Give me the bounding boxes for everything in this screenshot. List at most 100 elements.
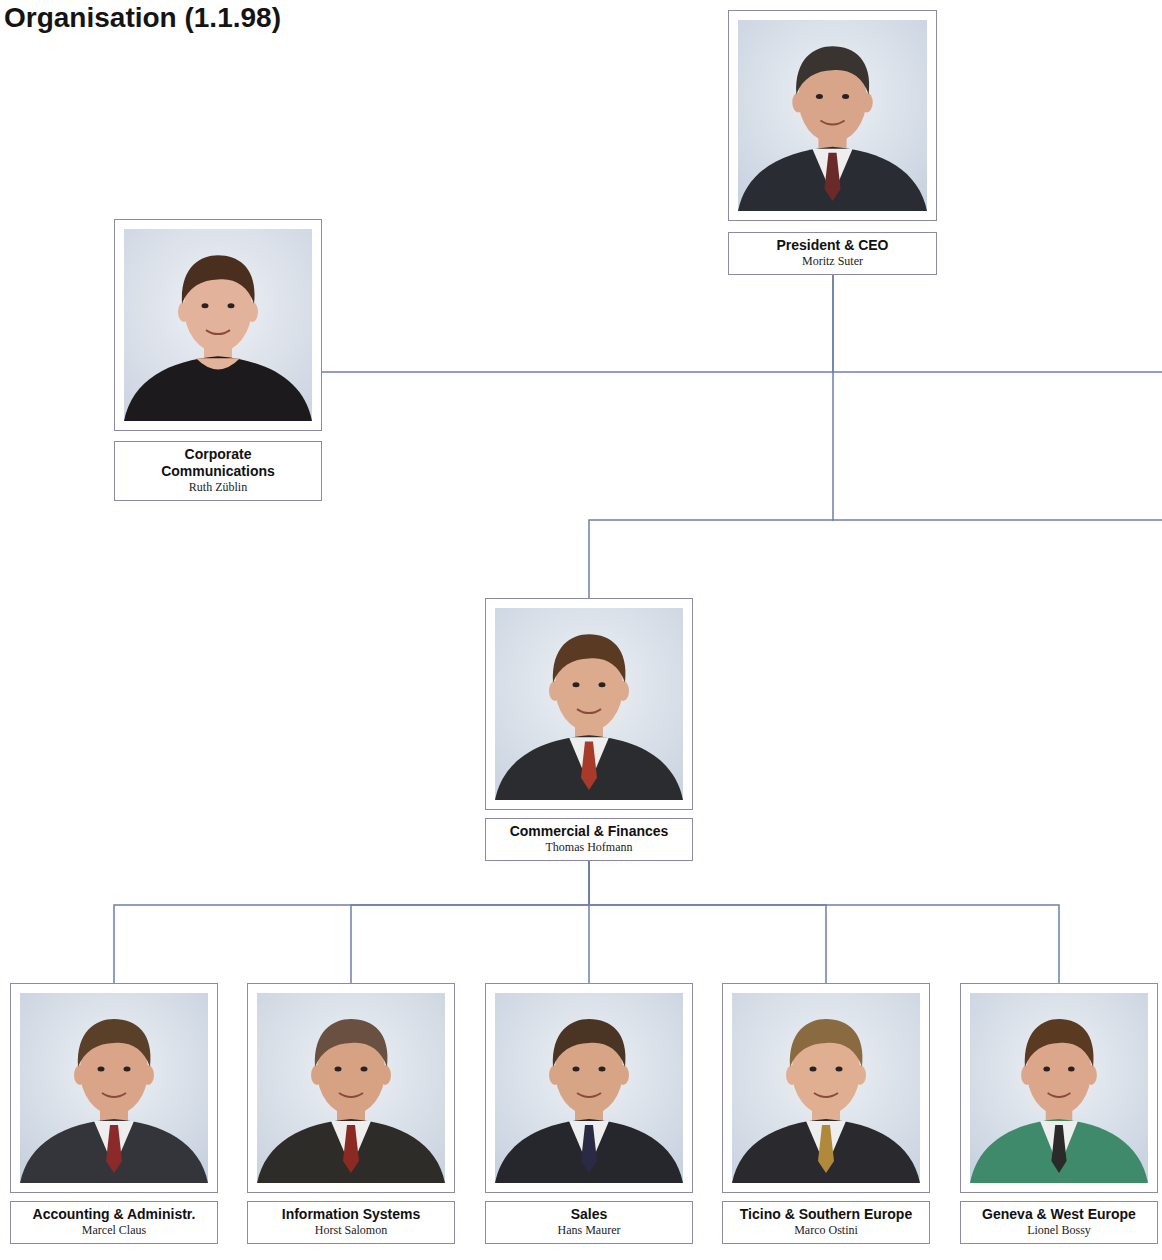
tie [343,1125,359,1173]
photo-ground [970,993,1148,1183]
title-box: Commercial & FinancesThomas Hofmann [485,818,693,861]
portrait-photo [495,993,683,1183]
person-name: Marcel Claus [15,1223,213,1238]
mouth [339,1093,363,1097]
mouth [102,1093,126,1097]
position-title: Ticino & Southern Europe [727,1206,925,1223]
photo-frame [485,983,693,1193]
org-position: President & CEOMoritz Suter [728,10,937,275]
photo-ground [495,993,683,1183]
hair [182,255,255,304]
person-name: Ruth Züblin [151,480,285,495]
org-position: SalesHans Maurer [485,983,693,1244]
tie [581,1125,597,1173]
photo-frame [722,983,930,1193]
photo-frame [485,598,693,810]
chart-title: Organisation (1.1.98) [4,2,281,34]
photo-frame [728,10,937,221]
person-name: Moritz Suter [735,254,930,269]
eye [335,1067,342,1072]
title-box: Accounting & Administr.Marcel Claus [10,1201,218,1244]
org-connector [351,861,589,983]
mouth [577,1093,601,1097]
hair [796,46,869,94]
eye [1068,1067,1075,1072]
hair [553,1019,626,1067]
shoulders [970,1119,1148,1183]
eye [1043,1067,1050,1072]
eye [599,682,606,687]
photo-ground [738,20,927,211]
position-title: President & CEO [735,237,930,254]
eye [361,1067,368,1072]
photo-ground [257,993,445,1183]
position-title: Geneva & West Europe [965,1206,1153,1223]
portrait-photo [124,229,312,421]
photo-ground [20,993,208,1183]
portrait-photo [738,20,927,211]
connector-stub [832,519,1162,521]
org-connector [322,275,833,372]
person-name: Marco Ostini [727,1223,925,1238]
hair [553,634,626,683]
org-connector [589,275,833,598]
org-connector [589,861,826,983]
org-connector [589,861,1059,983]
photo-ground [495,608,683,800]
tie [106,1125,122,1173]
eye [98,1067,105,1072]
hair [1025,1019,1094,1067]
position-title: Corporate Communications [151,446,285,480]
photo-frame [960,983,1158,1193]
position-title: Accounting & Administr. [15,1206,213,1223]
eye [202,303,209,308]
org-position: Corporate CommunicationsRuth Züblin [114,219,322,501]
title-box: President & CEOMoritz Suter [728,232,937,275]
eye [810,1067,817,1072]
title-box: SalesHans Maurer [485,1201,693,1244]
position-title: Commercial & Finances [492,823,686,840]
shoulders [257,1119,445,1183]
connector-stub [832,371,1162,373]
title-box: Ticino & Southern EuropeMarco Ostini [722,1201,930,1244]
mouth [577,709,601,713]
shoulders [20,1119,208,1183]
title-box: Information SystemsHorst Salomon [247,1201,455,1244]
eye [573,682,580,687]
person-name: Hans Maurer [490,1223,688,1238]
person-name: Horst Salomon [252,1223,450,1238]
hair [78,1019,151,1067]
shoulders [738,147,927,211]
person-name: Thomas Hofmann [492,840,686,855]
mouth [1048,1093,1071,1097]
portrait-photo [257,993,445,1183]
org-connector [114,861,589,983]
photo-ground [124,229,312,421]
shoulders [732,1119,920,1183]
org-position: Ticino & Southern EuropeMarco Ostini [722,983,930,1244]
eye [842,94,849,99]
photo-frame [114,219,322,431]
org-position: Accounting & Administr.Marcel Claus [10,983,218,1244]
hair [315,1019,388,1067]
eye [124,1067,131,1072]
position-title: Sales [490,1206,688,1223]
org-position: Commercial & FinancesThomas Hofmann [485,598,693,861]
eye [836,1067,843,1072]
tie [581,741,597,790]
person-name: Lionel Bossy [965,1223,1153,1238]
hair [790,1019,863,1067]
tie [1051,1125,1066,1173]
org-position: Geneva & West EuropeLionel Bossy [960,983,1158,1244]
mouth [814,1093,838,1097]
tie [824,153,840,201]
eye [573,1067,580,1072]
title-box: Geneva & West EuropeLionel Bossy [960,1201,1158,1244]
photo-frame [10,983,218,1193]
mouth [206,330,230,334]
portrait-photo [20,993,208,1183]
position-title: Information Systems [252,1206,450,1223]
eye [599,1067,606,1072]
eye [228,303,235,308]
